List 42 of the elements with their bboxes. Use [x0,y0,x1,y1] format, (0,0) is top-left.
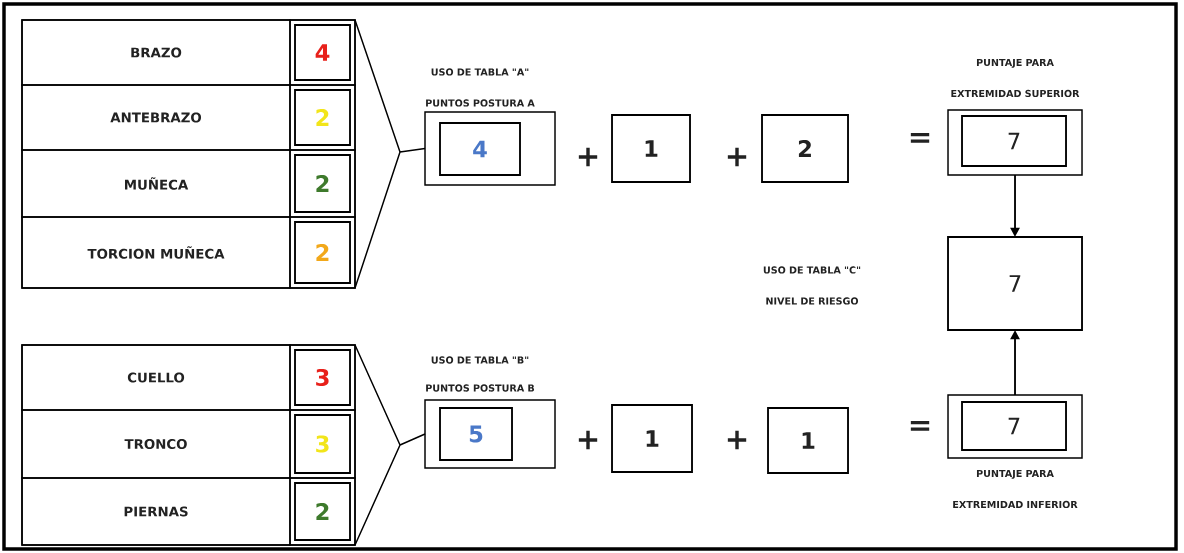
score-box: 1 [611,114,691,183]
table-cell: PIERNAS [21,477,291,546]
score-box: 2 [761,114,849,183]
plus-sign: + [727,430,747,450]
heading-text: USO DE TABLA "A" [431,68,529,76]
score-box: 1 [767,407,849,474]
score-box: 2 [294,482,351,541]
result-box: 7 [947,236,1083,331]
equals-sign: = [910,132,930,143]
score-box: 3 [294,349,351,406]
score-box: 4 [439,122,521,176]
table-cell: ANTEBRAZO [21,84,291,151]
score-box: 7 [961,401,1067,451]
heading-text: NIVEL DE RIESGO [766,297,859,305]
score-frame [947,394,1083,459]
equals-sign: = [910,420,930,431]
score-box: 5 [439,407,513,461]
plus-sign: + [727,147,747,167]
score-box: 3 [294,414,351,474]
heading-text: PUNTOS POSTURA A [426,99,535,107]
heading-text: PUNTAJE PARA EXTREMIDAD SUPERIOR [951,58,1080,98]
score-box: 4 [294,24,351,81]
score-box: 2 [294,221,351,284]
heading-text: PUNTAJE PARA EXTREMIDAD INFERIOR [953,469,1078,509]
table-cell: TORCION MUÑECA [21,216,291,289]
score-box: 2 [294,89,351,146]
table-cell: TRONCO [21,409,291,479]
plus-sign: + [578,147,598,167]
funnel-bracket [354,19,426,289]
heading-text: USO DE TABLA "B" [431,356,529,364]
score-box: 1 [611,404,693,473]
table-cell: BRAZO [21,19,291,86]
table-cell: CUELLO [21,344,291,411]
score-box: 2 [294,154,351,213]
score-frame [424,111,556,186]
score-frame [424,399,556,469]
heading-text: PUNTOS POSTURA B [426,384,535,392]
heading-text: USO DE TABLA "C" [763,266,861,274]
score-frame [947,109,1083,176]
score-box: 7 [961,115,1067,167]
table-cell: MUÑECA [21,149,291,218]
plus-sign: + [578,430,598,450]
